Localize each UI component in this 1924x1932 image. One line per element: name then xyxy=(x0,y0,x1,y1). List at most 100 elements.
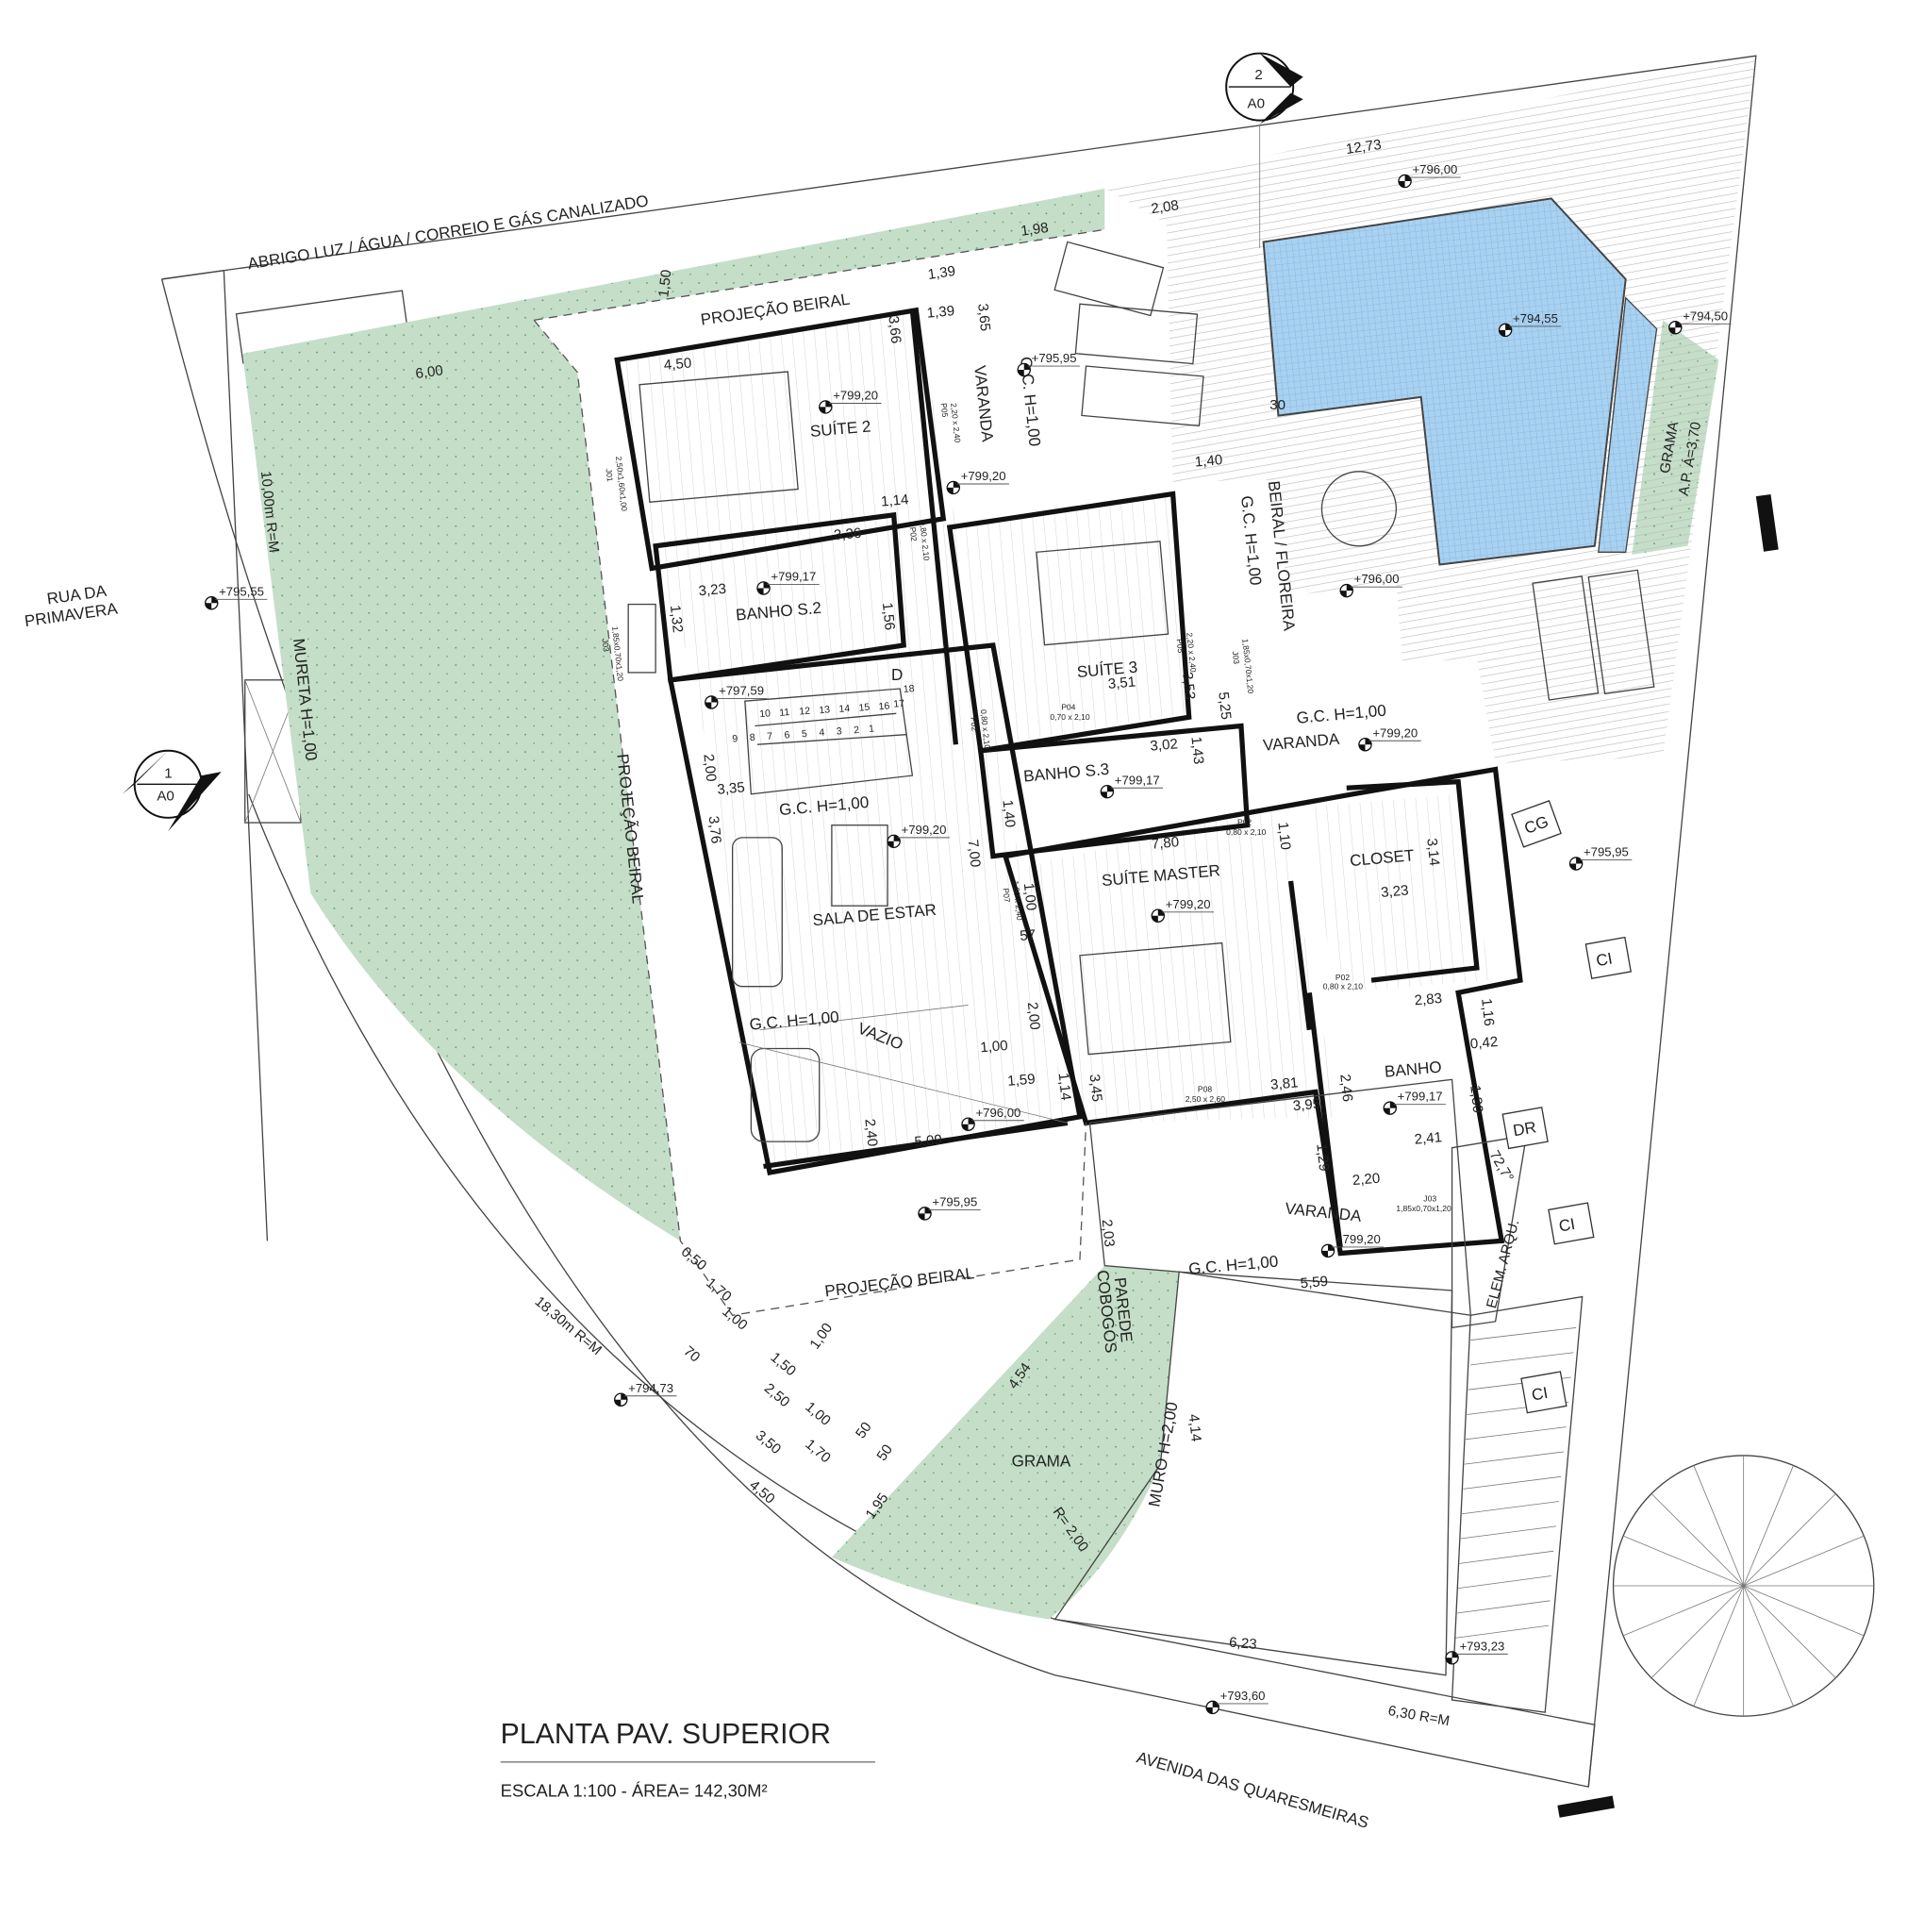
dimension-label: 1,00 xyxy=(719,1304,750,1334)
dimension-label: 2,40 xyxy=(861,1118,880,1147)
section-2-number: 2 xyxy=(1254,67,1262,83)
walls xyxy=(614,307,1523,1257)
level-marker: +799,20 xyxy=(1151,897,1215,923)
note-abrigo: ABRIGO LUZ / ÁGUA / CORREIO E GÁS CANALI… xyxy=(246,192,650,273)
level-marker: +799,20 xyxy=(887,823,950,849)
dimension-label: 1,56 xyxy=(879,602,898,631)
level-marker: +796,00 xyxy=(1339,572,1402,598)
dimension-label: 3,65 xyxy=(974,303,993,332)
dimension-label: 3,14 xyxy=(1423,838,1442,867)
radius-note: 18,30m R=M xyxy=(532,1293,605,1358)
level-value: +795,95 xyxy=(1032,351,1077,365)
stair-step-number: 13 xyxy=(819,704,831,716)
level-marker: +799,17 xyxy=(756,570,820,595)
dimension-label: 2,00 xyxy=(700,753,719,782)
level-marker: +796,00 xyxy=(961,1106,1024,1131)
opening-tag: 0,80 x 2,10 xyxy=(979,709,992,750)
level-value: +797,59 xyxy=(719,684,764,698)
level-value: +799,17 xyxy=(1398,1090,1443,1104)
stair-step-number: 3 xyxy=(836,725,842,737)
level-value: +796,00 xyxy=(1412,162,1457,176)
stair-step-number: 6 xyxy=(784,729,790,741)
opening-tag: 2,50x1,60x1,00 xyxy=(614,456,629,511)
street-name: AVENIDA DAS QUARESMEIRAS xyxy=(1135,1748,1370,1832)
railing-label: G.C. H=1,00 xyxy=(1296,702,1387,727)
section-marker-2 xyxy=(1225,52,1303,249)
meter-box-label: CI xyxy=(1530,1384,1549,1405)
opening-tag: 0,80 x 2,10 xyxy=(1226,827,1266,837)
level-marker: +795,95 xyxy=(1568,845,1633,871)
level-value: +799,20 xyxy=(1166,897,1211,911)
meter-box: CI xyxy=(1584,936,1632,980)
stair-step-number: 10 xyxy=(759,708,771,720)
dimension-label: 1,30 xyxy=(1467,1085,1485,1114)
dimension-label: 3,35 xyxy=(717,779,746,797)
level-value: +796,00 xyxy=(975,1106,1020,1120)
dimension-label: 1,43 xyxy=(1187,736,1206,765)
dimension-label: 3,50 xyxy=(753,1427,784,1457)
level-value: +799,20 xyxy=(902,823,947,837)
stair-step-number: 5 xyxy=(802,728,808,740)
opening-tag: 0,80 x 2,10 xyxy=(1323,981,1363,991)
dimension-label: 1,00 xyxy=(802,1399,833,1429)
dimension-label: 2,00 xyxy=(1024,1001,1043,1030)
area-label: GRAMA xyxy=(1012,1453,1071,1471)
room-label: BANHO S.3 xyxy=(1022,760,1109,786)
north-bar-bottom xyxy=(1557,1795,1615,1818)
level-marker: +799,20 xyxy=(946,469,1009,495)
opening-tag: P02 xyxy=(1335,973,1350,982)
dimension-label: 1,14 xyxy=(880,491,909,509)
dimension-label: 2,08 xyxy=(1150,197,1180,217)
railing-label: G.C. H=1,00 xyxy=(1187,1253,1279,1278)
dimension-label: 70 xyxy=(680,1343,703,1366)
meter-box-label: CI xyxy=(1595,949,1614,970)
level-marker: +799,17 xyxy=(1100,773,1164,799)
level-value: +799,17 xyxy=(771,570,816,584)
railing-label: G.C. H=1,00 xyxy=(1237,495,1265,587)
level-marker: +794,55 xyxy=(1498,311,1562,338)
dimension-label: 1,50 xyxy=(768,1349,799,1379)
opening-tag: 1,85x0,70x1,20 xyxy=(1240,639,1255,694)
level-value: +799,20 xyxy=(833,389,878,403)
dimension-label: 1,16 xyxy=(1478,997,1497,1026)
dimension-label: 5,09 xyxy=(914,1132,943,1150)
dimension-label: 2,50 xyxy=(761,1380,792,1410)
stair-step-number: 9 xyxy=(732,733,738,744)
dimension-label: 1,40 xyxy=(999,799,1018,828)
dimension-label: 30 xyxy=(1269,397,1285,413)
level-value: +793,23 xyxy=(1459,1639,1504,1653)
dimension-label: 50 xyxy=(853,1420,875,1442)
room-label: VARANDA xyxy=(970,364,996,442)
level-marker: +793,23 xyxy=(1445,1639,1508,1665)
opening-tag: J03 xyxy=(1423,1193,1436,1203)
dimension-label: 2,03 xyxy=(1099,1219,1118,1248)
dimension-label: 5,59 xyxy=(1300,1274,1329,1291)
dimension-label: 57 xyxy=(1020,927,1037,944)
dimension-label: 3,02 xyxy=(1150,736,1179,754)
dimension-label: 2,20 xyxy=(1352,1171,1381,1189)
level-marker: +799,17 xyxy=(1383,1090,1446,1115)
dimension-label: 6,23 xyxy=(1228,1635,1257,1653)
level-value: +799,17 xyxy=(1115,773,1160,787)
dimension-label: 1,32 xyxy=(667,605,686,634)
room-label: VARANDA xyxy=(1285,1199,1363,1224)
level-marker: +795,95 xyxy=(918,1195,981,1221)
opening-tag: P05 xyxy=(1175,639,1186,654)
level-marker: +799,20 xyxy=(819,389,882,414)
stair-step-number: 2 xyxy=(854,724,860,736)
meter-box: DR xyxy=(1501,1107,1549,1150)
dimension-label: 1,59 xyxy=(1007,1071,1037,1089)
dimension-label: 1,39 xyxy=(927,263,957,283)
dimension-label: 50 xyxy=(873,1441,896,1464)
dimension-label: 12,73 xyxy=(1345,137,1383,158)
level-value: +794,73 xyxy=(628,1381,673,1395)
level-value: +799,20 xyxy=(961,469,1006,483)
building-details xyxy=(533,228,1655,1713)
dimension-label: 3,51 xyxy=(1107,675,1136,692)
level-marker: +794,50 xyxy=(1668,308,1732,335)
stair-step-number: 12 xyxy=(799,706,811,718)
dimension-label: 1,29 xyxy=(1313,1142,1332,1172)
stair-step-number: 8 xyxy=(749,732,755,743)
meter-box: CG xyxy=(1511,800,1562,848)
opening-tag: 1,85x0,70x1,20 xyxy=(1396,1204,1451,1213)
